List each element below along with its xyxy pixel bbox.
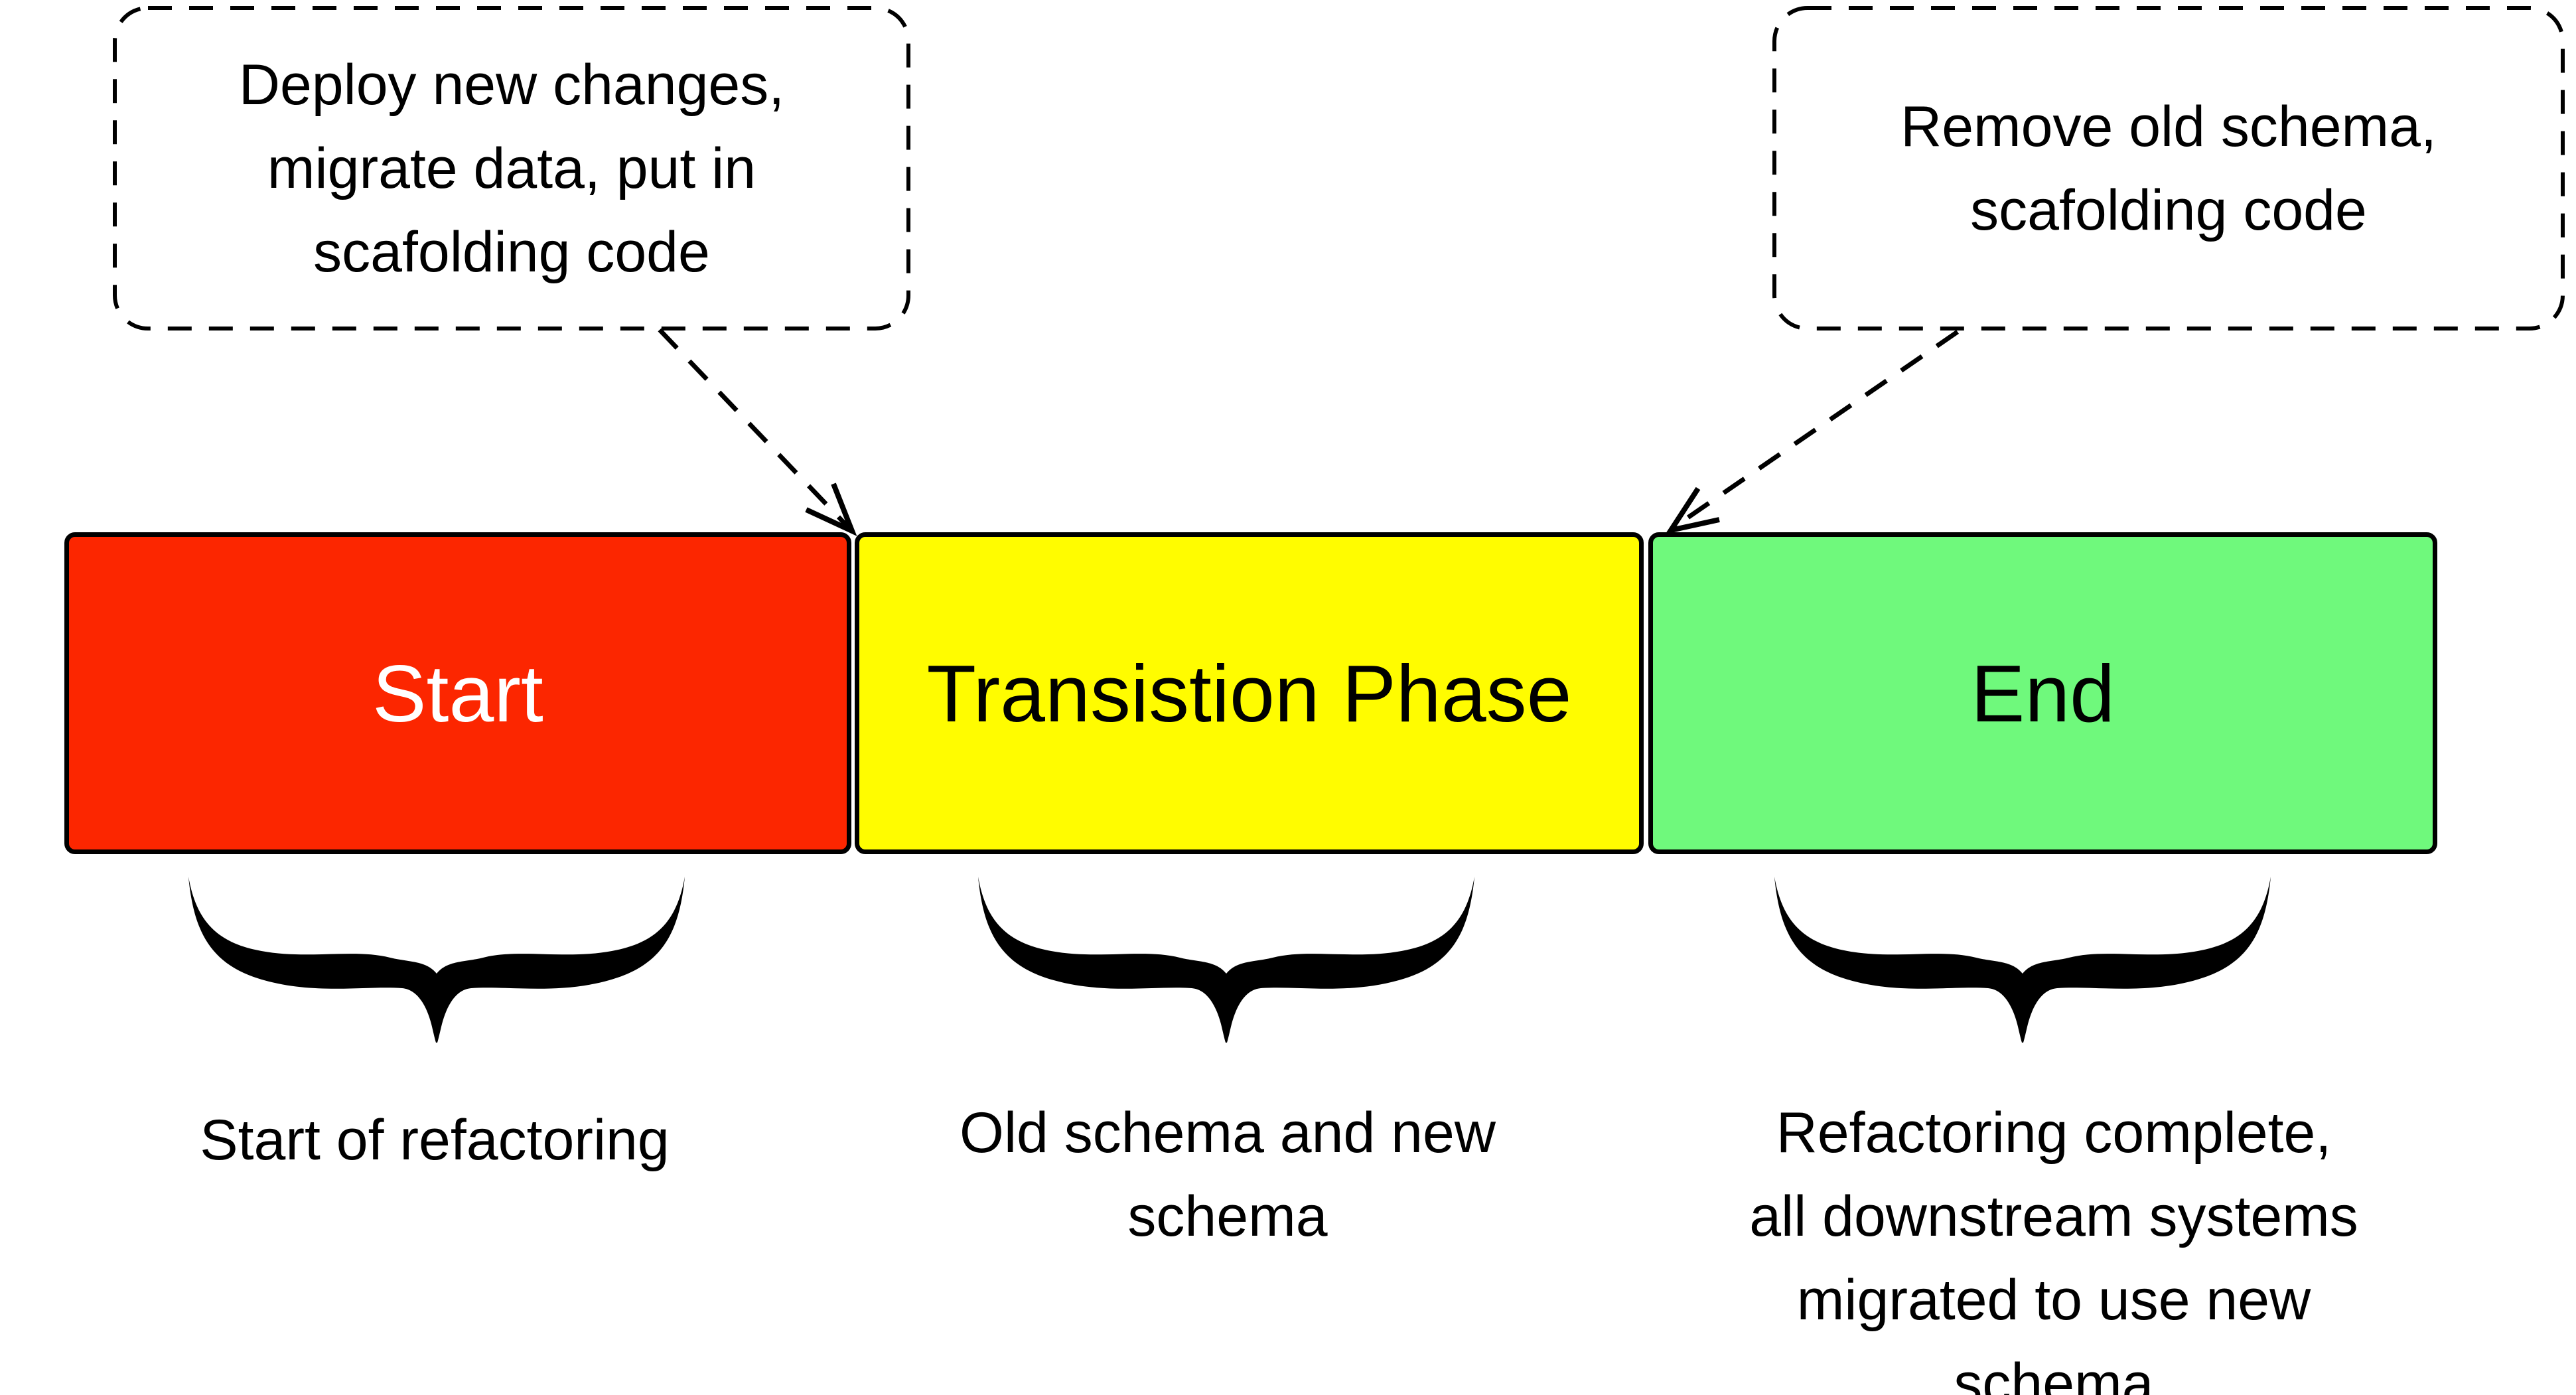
phase-description-end: Refactoring complete, all downstream sys… [1749,1101,2358,1395]
arrow-remove-head [1665,486,1720,534]
underbrace-transition [978,877,1474,1043]
phase-label-end: End [1970,648,2115,739]
callout-border-remove [1772,6,2565,330]
callout-deploy-note: Deploy new changes, migrate data, put in… [238,52,785,284]
phase-label-transition: Transistion Phase [926,648,1572,739]
underbrace-start [188,877,685,1043]
phase-label-start: Start [372,648,543,739]
phase-box-transition: Transistion Phase [855,532,1644,854]
arrow-deploy-line [658,328,849,528]
phase-description-transition: Old schema and new schema [960,1101,1496,1248]
callout-border-deploy [113,6,910,330]
phase-box-end: End [1648,532,2437,854]
arrow-deploy-head [805,482,857,536]
underbrace-end [1774,877,2271,1043]
callout-remove-note: Remove old schema, scafolding code [1900,94,2437,242]
arrow-remove-line [1675,330,1959,528]
phase-box-start: Start [64,532,851,854]
phase-description-start: Start of refactoring [200,1108,670,1172]
